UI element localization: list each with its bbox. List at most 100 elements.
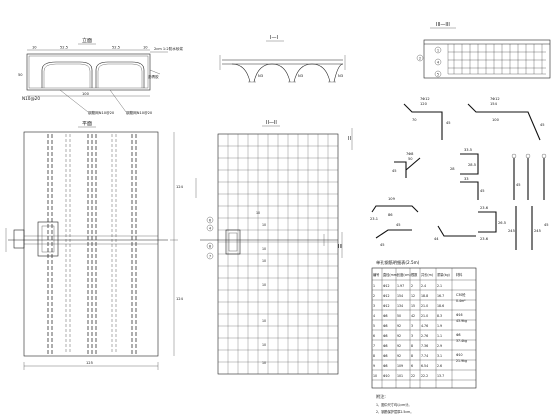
front-dim-4: 10 [143,46,148,50]
bent-2-dim: 100 [492,118,500,122]
table-side-note: Φ8 [456,333,461,337]
table-cell: 15 [411,304,415,308]
hook-label-21: 45 [544,223,549,227]
detail-mark-ii: II [348,136,351,142]
section-1-label-3: N3 [338,74,343,78]
detail-mark-iii: III [338,244,342,250]
notes-heading: 附注: [376,393,386,400]
section-2-marker-4: 7 [209,255,211,259]
table-side-note: C30砼 [456,292,466,297]
front-rebar-left: N10@20 [22,96,40,101]
table-cell: 1 [373,284,375,288]
table-cell: 2.6 [437,364,442,368]
front-note-top: 2cm 1:2防水砂浆 [154,46,183,51]
table-cell: 8 [373,354,375,358]
section-2-side-7: 10 [262,343,266,347]
front-dim-height: 50 [18,73,23,77]
table-cell: 2.1 [437,284,442,288]
hook-label-15: 44 [434,237,439,241]
table-cell: 2 [373,294,375,298]
table-cell: 3 [411,324,413,328]
table-cell: Φ8 [383,354,388,358]
hook-label-3: 45 [392,169,397,173]
front-dim-2: 52.5 [60,46,68,50]
table-cell: 1.1 [437,334,442,338]
notes-line-1: 1、图中尺寸均以cm计。 [376,402,412,407]
table-cell: 13.7 [437,374,444,378]
section-2-side-3: 10 [262,247,266,251]
section-1: I—I N3 N3 N3 [219,35,346,83]
table-side-note: 21.9kg [456,359,467,363]
table-cell: 2.76 [421,334,428,338]
section-2-side-8: 10 [262,361,266,365]
section-3-marker-4: 2 [419,57,421,61]
hook-label-7: 45 [480,189,485,193]
notes-line-2: 2、钢筋保护层厚2.5cm。 [376,409,413,414]
plan-view-title: 平面 [82,121,92,127]
front-note-right: 沥青胶 [148,74,159,79]
table-cell: 4 [373,314,375,318]
hook-label-8: 33 [464,177,469,181]
hook-label-14: 45 [380,243,385,247]
table-cell: 134 [397,304,403,308]
bent-2-len: 154 [490,102,498,106]
table-header: 编号 直径(mm) 长度(cm) 根数 共长(m) 重量(kg) 材料 [373,272,463,277]
table-cell: 2.9 [437,344,442,348]
table-cell: 109 [397,364,403,368]
bent-1-side: 45 [446,121,451,125]
front-dim-1: 10 [32,46,37,50]
table-cell: 3 [411,334,413,338]
table-cell: 3 [373,304,375,308]
table-cell: Φ12 [383,304,390,308]
table-cell: Φ8 [383,324,388,328]
section-2-marker-3: 8 [209,245,211,249]
table-side-note: 43.9kg [456,319,467,323]
table-side-note: 0.4m³ [456,299,466,303]
table-col-header: 材料 [456,272,463,277]
table-cell: 8.3 [437,314,442,318]
plan-dim-total: 125 [86,361,93,365]
table-cell: 18.8 [421,294,428,298]
plan-view: 平面 125 124 124 [5,121,184,370]
table-cell: 154 [397,294,403,298]
table-cell: 92 [397,334,401,338]
front-view: 立面 10 52.5 52.5 10 2cm 1:2防水砂浆 沥青胶 50 N1… [18,37,183,115]
section-3-marker-1: 1 [437,49,439,53]
front-rebar-bottom-2: 钢筋网N10@20 [126,110,153,115]
table-cell: 5 [373,324,375,328]
table-cell: 2.4 [421,284,426,288]
section-2-side-2: 10 [262,223,266,227]
section-3-marker-3: 5 [437,73,439,77]
hook-label-6: 28 [450,167,455,171]
section-1-title: I—I [270,35,278,41]
table-cell: 22 [411,374,415,378]
rebar-details: 7Φ12 120 70 45 7Φ12 154 100 45 II III 7Φ… [338,97,549,258]
front-rebar-bottom-1: 钢筋网N10@20 [88,110,115,115]
table-cell: 7.74 [421,354,428,358]
table-cell: 50 [397,314,401,318]
hook-label-2: 50 [408,157,413,161]
hook-label-19: 245 [508,229,515,233]
table-cell: 9 [373,364,375,368]
table-cell: 22.2 [421,374,428,378]
hook-label-12: 86 [388,213,393,217]
table-cell: 7.36 [421,344,428,348]
table-side-note: 37.4kg [456,339,467,343]
hook-label-20: 245 [534,229,541,233]
hook-label-11: 109 [388,197,396,201]
table-cell: 101 [397,374,403,378]
table-cell: 42 [411,314,415,318]
table-cell: 2 [411,284,413,288]
section-2-title: II—II [266,120,277,126]
table-cell: Φ8 [383,314,388,318]
bent-1-len: 120 [420,102,428,106]
section-2-marker-2: 4 [209,227,211,231]
section-2-marker-1: 6 [209,219,211,223]
table-cell: Φ10 [383,374,390,378]
table-cell: 4.76 [421,324,428,328]
front-view-title: 立面 [82,37,92,44]
table-cell: 92 [397,354,401,358]
table-cell: Φ12 [383,294,390,298]
section-2: II—II 6 4 8 7 10 10 10 [195,120,339,375]
